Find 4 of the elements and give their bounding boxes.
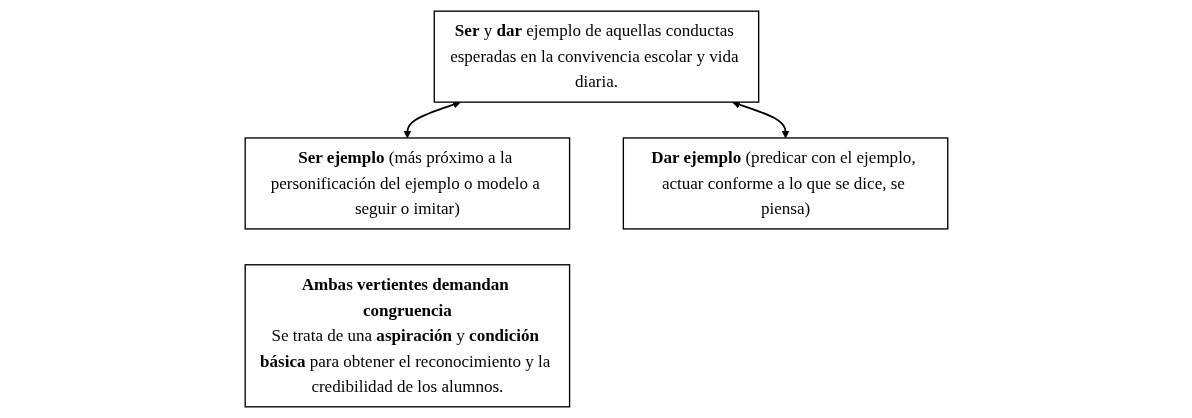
node-box: Ser ejemplo (más próximo a la personificación del ejemplo o modelo a seguir o imitar) — [244, 137, 570, 230]
node-box: Dar ejemplo (predicar con el ejemplo, actuar conforme a lo que se dice, se piensa) — [622, 137, 948, 230]
node-box: Ser y dar ejemplo de aquellas conductas esperadas en la convivencia escolar y vida diaria. — [433, 10, 759, 103]
node-box: Ambas vertientes demandan congruencia Se trata de una aspiración y condición básica para obtener el reconocimiento y la credibilidad de los alumnos. — [244, 264, 570, 408]
